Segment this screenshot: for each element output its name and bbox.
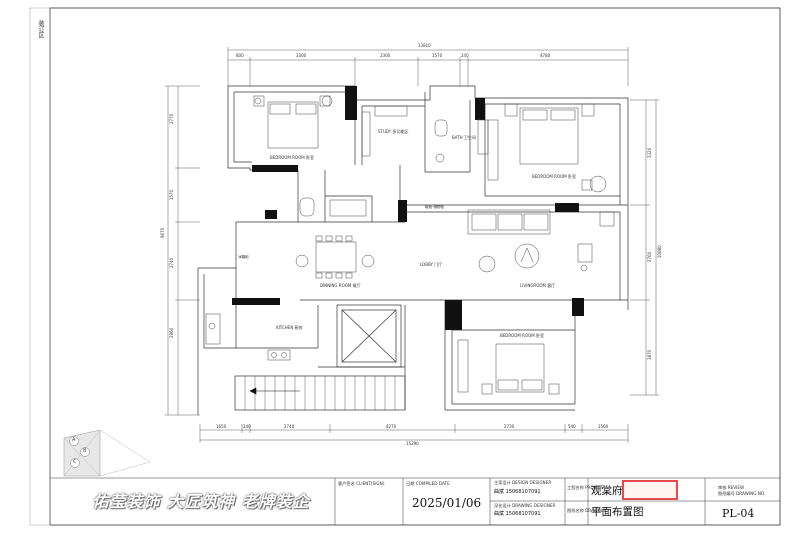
top-dimension-6: 4780 bbox=[540, 53, 551, 58]
room-label-living: LIVINGROOM 客厅 bbox=[520, 283, 556, 288]
top-overall-dimension: 13810 bbox=[418, 43, 431, 48]
room-label-bedroom-3: BEDROOM ROOM 卧室 bbox=[500, 333, 544, 338]
room-label-study: STUDY 多功能区 bbox=[378, 129, 409, 134]
binding-area-label: 装订区 bbox=[37, 20, 44, 38]
compiled-date: 2025/01/06 bbox=[412, 496, 482, 510]
binding-strip bbox=[29, 7, 51, 526]
furniture bbox=[205, 95, 615, 395]
drawing-number-label: 图纸编号 DRAWING NO. bbox=[718, 491, 766, 496]
drawing-name-label: 图纸名称 DRAWING bbox=[567, 508, 606, 513]
review-label: 审核 REVIEW bbox=[718, 485, 745, 490]
company-slogan: 佑莹装饰 大匠筑神 老牌装企 bbox=[92, 492, 310, 511]
left-dimension-4: 2960 bbox=[169, 327, 174, 338]
top-dimension-4: 1570 bbox=[432, 53, 443, 58]
right-dimension-1: 3320 bbox=[647, 147, 652, 158]
bottom-dimension-3: 2740 bbox=[284, 424, 295, 429]
room-label-bedroom-1: BEDROOM ROOM 卧室 bbox=[270, 155, 314, 160]
designer-label: 主案设计 DESIGN DESIGNER bbox=[494, 480, 552, 485]
bottom-dimension-lines bbox=[199, 424, 629, 443]
room-label-lobby: LOBBY 门厅 bbox=[420, 262, 443, 267]
cabinet-label: 鞋柜·储物柜 bbox=[425, 205, 445, 209]
room-label-dining: DINNING ROOM 餐厅 bbox=[320, 283, 361, 288]
stair-direction-arrow bbox=[249, 387, 300, 395]
logo-letter-a: A bbox=[72, 437, 76, 443]
bottom-dimension-7: 1560 bbox=[598, 424, 609, 429]
designer-name: 曲斌 15068107091 bbox=[494, 489, 541, 495]
right-dimension-3: 3870 bbox=[647, 349, 652, 360]
right-dimension-2: 2760 bbox=[647, 251, 652, 262]
title-block-grid bbox=[334, 478, 780, 525]
left-dimension-2: 1570 bbox=[169, 189, 174, 200]
date-label: 日期 COMPILED DATE bbox=[406, 481, 450, 486]
room-label-bedroom-2: BEDROOM ROOM 卧室 bbox=[532, 174, 576, 179]
right-dimension-lines bbox=[630, 99, 659, 396]
structural-columns bbox=[232, 86, 584, 330]
drawing-name: 平面布置图 bbox=[591, 506, 644, 518]
sheet-border bbox=[49, 7, 781, 526]
left-dimension-overall: 9670 bbox=[160, 227, 165, 238]
walls bbox=[197, 85, 629, 415]
fridge-label: 冰箱柜 bbox=[238, 255, 249, 259]
left-dimension-lines bbox=[165, 85, 200, 416]
abc-logo bbox=[63, 429, 151, 477]
logo-letter-c: C bbox=[73, 459, 77, 465]
drafter-label: 深化设计 DRAWING DESIGNER bbox=[494, 503, 556, 508]
drawing-number: PL-04 bbox=[722, 507, 755, 520]
bottom-overall-dimension: 15290 bbox=[406, 441, 419, 446]
left-dimension-3: 2740 bbox=[169, 257, 174, 268]
top-dimension-3: 2300 bbox=[380, 53, 391, 58]
project-name: 观棠府 bbox=[591, 485, 623, 497]
bottom-dimension-4: 4270 bbox=[386, 424, 397, 429]
top-dimension-1: 800 bbox=[236, 53, 244, 58]
bottom-dimension-5: 2730 bbox=[504, 424, 515, 429]
top-dimension-lines bbox=[227, 47, 629, 86]
bottom-dimension-1: 1650 bbox=[216, 424, 227, 429]
project-name-highlight-box bbox=[622, 480, 678, 500]
left-dimension-1: 2770 bbox=[169, 113, 174, 124]
top-dimension-5: 240 bbox=[461, 53, 469, 58]
logo-letter-b: B bbox=[83, 448, 87, 454]
client-sign-label: 客户签名 CLIENT(SIGN) bbox=[338, 481, 385, 486]
bottom-dimension-2: 240 bbox=[243, 424, 251, 429]
slogan-banner bbox=[56, 484, 346, 520]
drafter-name: 曲斌 15068107091 bbox=[494, 511, 541, 517]
room-label-bath: BATH 卫生间 bbox=[452, 135, 476, 140]
project-label: 工程名称 PROJECT bbox=[567, 485, 604, 490]
room-label-kitchen: KITCHEN 厨房 bbox=[276, 325, 303, 330]
bottom-dimension-6: 540 bbox=[568, 424, 576, 429]
top-dimension-2: 3300 bbox=[296, 53, 307, 58]
right-dimension-overall: 10880 bbox=[657, 245, 662, 258]
